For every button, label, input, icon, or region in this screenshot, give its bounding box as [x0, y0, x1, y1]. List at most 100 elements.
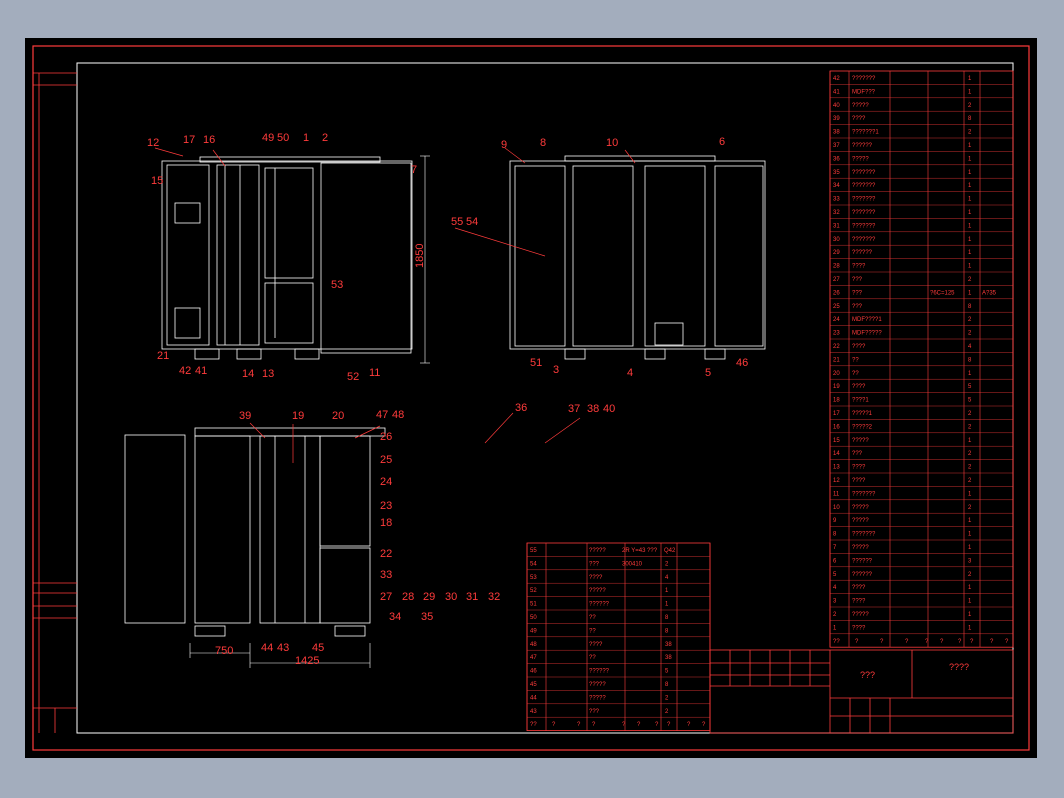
bottom-row-name: ????: [589, 642, 603, 648]
right-row-qty: 2: [968, 424, 972, 430]
bottom-header-cell: ?: [687, 722, 691, 728]
right-header-cell: ??: [833, 639, 840, 645]
callout-52: 52: [347, 371, 359, 383]
right-header-cell: ?: [990, 639, 994, 645]
right-row-qty: 2: [968, 505, 972, 511]
right-row-name: ??????: [852, 558, 873, 564]
callout-18: 18: [380, 517, 392, 529]
right-row-qty: 1: [968, 612, 972, 618]
right-row-qty: 1: [968, 290, 972, 296]
right-row-qty: 1: [968, 183, 972, 189]
right-row-qty: 2: [968, 478, 972, 484]
bottom-row-qty: 2: [665, 709, 669, 715]
right-row-no: 30: [833, 237, 840, 243]
right-row-qty: 1: [968, 223, 972, 229]
right-row-name: ????: [852, 116, 866, 122]
callout-8: 8: [540, 137, 546, 149]
callout-15: 15: [151, 175, 163, 187]
right-row-name: ??: [852, 371, 859, 377]
right-row-qty: 1: [968, 237, 972, 243]
right-row-name: ????: [852, 264, 866, 270]
right-row-name: ???????: [852, 532, 876, 538]
right-row-name: ??: [852, 357, 859, 363]
right-row-name: ?????: [852, 103, 869, 109]
callout-42: 42: [179, 365, 191, 377]
callout-51: 51: [530, 357, 542, 369]
right-row-no: 29: [833, 250, 840, 256]
bottom-header-cell: ?: [637, 722, 641, 728]
right-row-no: 39: [833, 116, 840, 122]
right-row-no: 42: [833, 76, 840, 82]
callout-26: 26: [380, 431, 392, 443]
right-row-name: MDF????1: [852, 317, 882, 323]
bottom-header-cell: ?: [702, 722, 706, 728]
right-row-name: ?????: [852, 438, 869, 444]
right-row-name: ????: [852, 585, 866, 591]
right-row-no: 22: [833, 344, 840, 350]
callout-55: 55: [451, 216, 463, 228]
right-row-qty: 1: [968, 599, 972, 605]
bottom-row-name: ?????: [589, 548, 606, 554]
right-row-qty: 1: [968, 518, 972, 524]
bottom-header-cell: ?: [577, 722, 581, 728]
right-header-cell: ?: [855, 639, 859, 645]
right-row-no: 7: [833, 545, 837, 551]
callout-44: 44: [261, 642, 273, 654]
bottom-row-name: ??: [589, 628, 596, 634]
right-row-qty: 4: [968, 344, 972, 350]
right-row-qty: 2: [968, 130, 972, 136]
callout-19: 19: [292, 410, 304, 422]
right-row-qty: 5: [968, 384, 972, 390]
bottom-header-cell: ??: [530, 722, 537, 728]
right-row-name: ???????: [852, 197, 876, 203]
right-row-name: ??????: [852, 143, 873, 149]
bottom-row-qty: 8: [665, 628, 669, 634]
right-row-no: 31: [833, 223, 840, 229]
callout-40: 40: [603, 403, 615, 415]
bottom-row-mat: Q42: [664, 548, 676, 554]
right-row-qty: 2: [968, 451, 972, 457]
callout-36: 36: [515, 402, 527, 414]
callout-54: 54: [466, 216, 478, 228]
right-row-name: ?????: [852, 518, 869, 524]
right-row-name: ?????2: [852, 424, 873, 430]
right-row-qty: 1: [968, 532, 972, 538]
right-row-name: ????: [852, 599, 866, 605]
callout-21: 21: [157, 350, 169, 362]
right-row-qty: 1: [968, 491, 972, 497]
right-row-qty: 8: [968, 357, 972, 363]
right-row-no: 10: [833, 505, 840, 511]
bottom-header-cell: ?: [622, 722, 626, 728]
callout-11: 11: [369, 367, 380, 379]
dim-height: 1850: [414, 244, 426, 268]
right-row-qty: 2: [968, 277, 972, 283]
callout-7: 7: [411, 164, 417, 176]
right-row-no: 6: [833, 558, 837, 564]
callout-46: 46: [736, 357, 748, 369]
right-row-name: ???????: [852, 237, 876, 243]
callout-45: 45: [312, 642, 324, 654]
right-row-no: 32: [833, 210, 840, 216]
right-row-name: ???????: [852, 491, 876, 497]
leader-lines: [154, 147, 636, 463]
title-name-right: ????: [949, 662, 969, 672]
right-row-name: ???????: [852, 183, 876, 189]
bottom-row-name: ??????: [589, 602, 610, 608]
right-row-no: 17: [833, 411, 840, 417]
callout-20: 20: [332, 410, 344, 422]
right-row-no: 1: [833, 625, 837, 631]
right-row-name: ????: [852, 344, 866, 350]
right-row-no: 24: [833, 317, 840, 323]
inner-border: [76, 62, 1014, 734]
callout-13: 13: [262, 368, 274, 380]
bottom-row-spec: 300410: [622, 561, 643, 567]
callout-39: 39: [239, 410, 251, 422]
callout-3: 3: [553, 364, 559, 376]
dim-side: 750: [215, 645, 233, 657]
right-row-name: ???????: [852, 170, 876, 176]
right-row-qty: 1: [968, 585, 972, 591]
right-row-no: 36: [833, 156, 840, 162]
left-margin-table: [33, 72, 77, 733]
callout-29: 29: [423, 591, 435, 603]
